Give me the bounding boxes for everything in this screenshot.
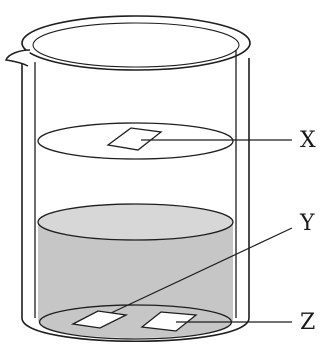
beaker-outline — [21, 58, 250, 342]
lower-liquid-surface — [37, 203, 234, 241]
beaker-spout — [5, 49, 31, 67]
beaker-rim-inner — [32, 22, 240, 68]
beaker-inner-wall — [34, 50, 237, 318]
object-x — [106, 127, 163, 151]
label-y: Y — [299, 211, 315, 236]
lower-liquid-layer — [38, 209, 233, 338]
object-y — [70, 310, 129, 329]
leader-line-y — [110, 227, 293, 314]
object-z — [140, 311, 198, 332]
upper-liquid-surface — [37, 122, 234, 160]
beaker-rim — [21, 15, 251, 71]
label-x: X — [300, 128, 316, 153]
label-z: Z — [300, 310, 315, 335]
